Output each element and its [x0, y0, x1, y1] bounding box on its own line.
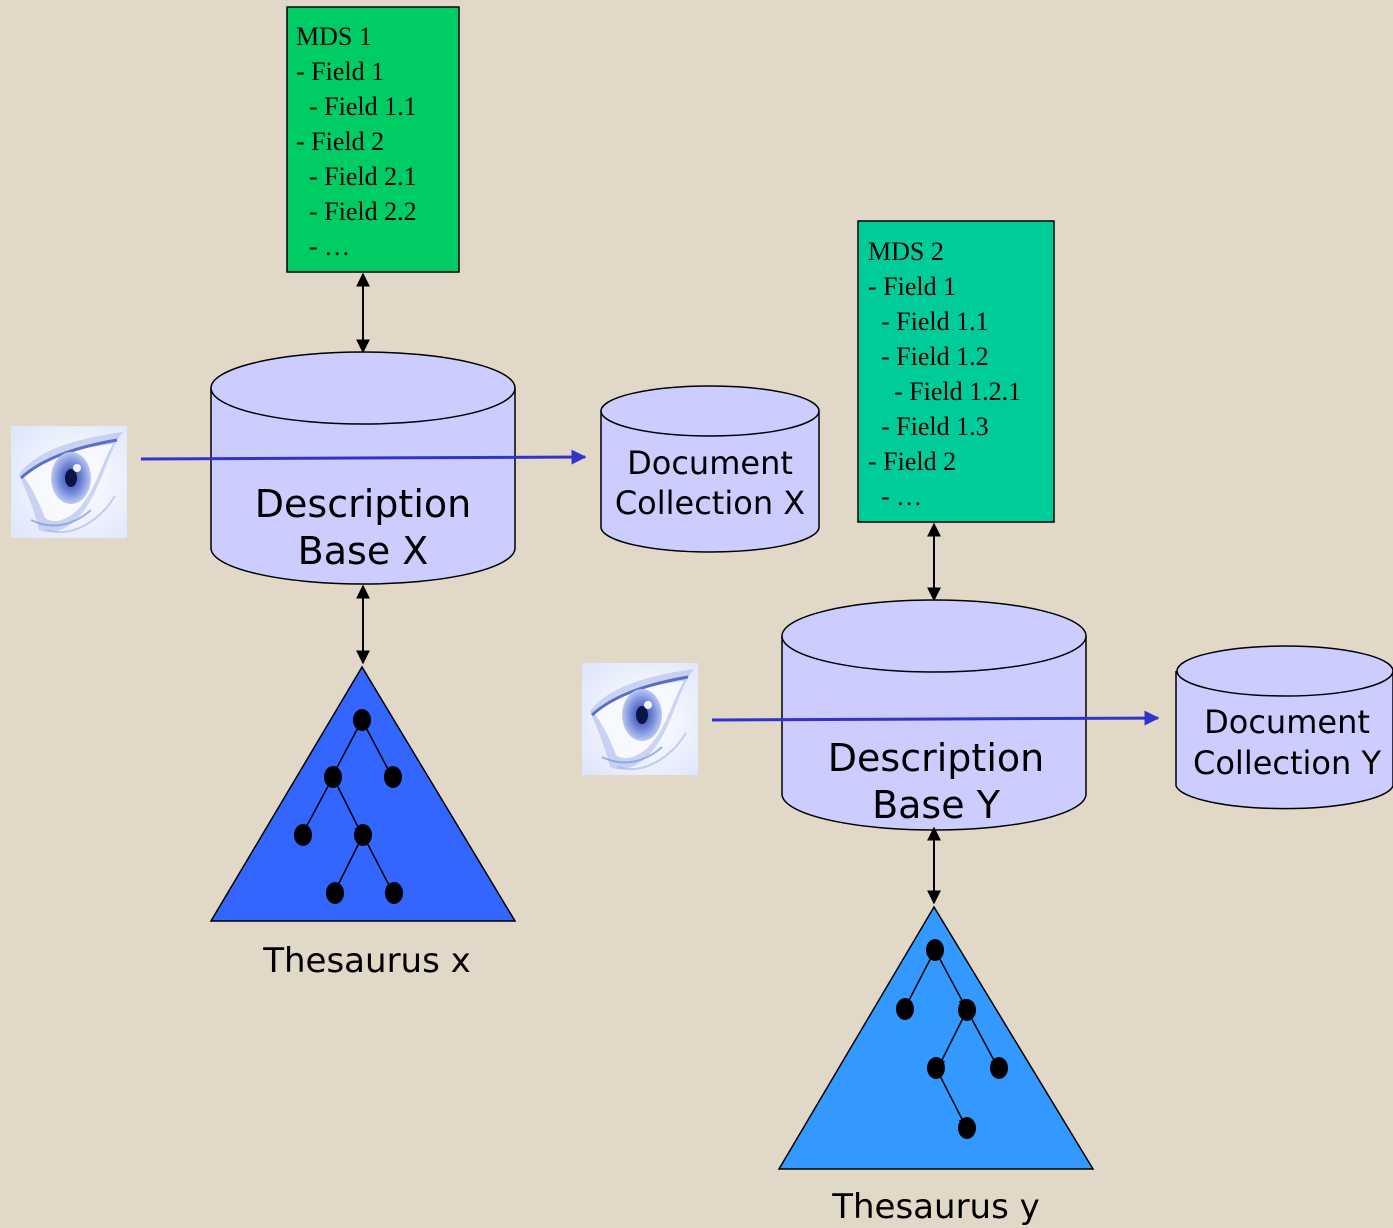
thesaurus-y: Thesaurus y [777, 905, 1095, 1227]
mds1-fields: - Field 1 - Field 1.1 - Field 2 - Field 2… [296, 57, 417, 261]
mds1-title: MDS 1 [296, 22, 372, 51]
description-base-x-label-2: Base X [298, 529, 429, 573]
thesaurus-y-triangle [777, 905, 1095, 1170]
description-base-y-label-1: Description [828, 736, 1044, 780]
description-base-y-label-2: Base Y [872, 783, 1001, 827]
thesaurus-y-nodes [896, 939, 1008, 1139]
mds1-field-line: - Field 2 [296, 127, 384, 156]
mds2-field-line: - Field 1.3 [868, 412, 989, 441]
eye-icon [11, 426, 127, 538]
thesaurus-x-nodes [294, 709, 403, 904]
document-collection-y-label-2: Collection Y [1193, 744, 1381, 782]
mds2-fields: - Field 1 - Field 1.1 - Field 1.2 - Fiel… [868, 272, 1021, 511]
mds2-field-line: - Field 1.1 [868, 307, 989, 336]
document-collection-y: Document Collection Y [1175, 645, 1393, 810]
document-collection-x: Document Collection X [600, 385, 820, 553]
description-base-x: Description Base X [210, 351, 516, 585]
mds1-field-line: - … [296, 232, 350, 261]
mds1-field-line: - Field 1 [296, 57, 384, 86]
document-collection-x-label-1: Document [627, 444, 793, 482]
mds2-title: MDS 2 [868, 237, 944, 266]
document-collection-x-label-2: Collection X [615, 484, 805, 522]
mds2-field-line: - Field 1.2.1 [868, 377, 1021, 406]
thesaurus-x: Thesaurus x [209, 665, 517, 981]
mds2-field-line: - … [868, 482, 922, 511]
mds2-field-line: - Field 2 [868, 447, 956, 476]
mds1-field-line: - Field 1.1 [296, 92, 417, 121]
mds1-field-line: - Field 2.1 [296, 162, 417, 191]
mds2-box: MDS 2 - Field 1 - Field 1.1 - Field 1.2 … [857, 220, 1055, 523]
mds1-box: MDS 1 - Field 1 - Field 1.1 - Field 2 - F… [286, 6, 460, 273]
eye-icon [582, 663, 698, 775]
thesaurus-x-label: Thesaurus x [262, 941, 471, 981]
thesaurus-x-triangle [209, 665, 517, 922]
mds2-field-line: - Field 1 [868, 272, 956, 301]
document-collection-y-label-1: Document [1204, 703, 1370, 741]
mds2-field-line: - Field 1.2 [868, 342, 989, 371]
mds1-field-line: - Field 2.2 [296, 197, 417, 226]
query-arrow-y [711, 710, 1160, 726]
description-base-x-label-1: Description [255, 482, 471, 526]
thesaurus-y-label: Thesaurus y [831, 1187, 1040, 1227]
description-base-y: Description Base Y [781, 599, 1087, 831]
query-arrow-x [140, 449, 587, 465]
